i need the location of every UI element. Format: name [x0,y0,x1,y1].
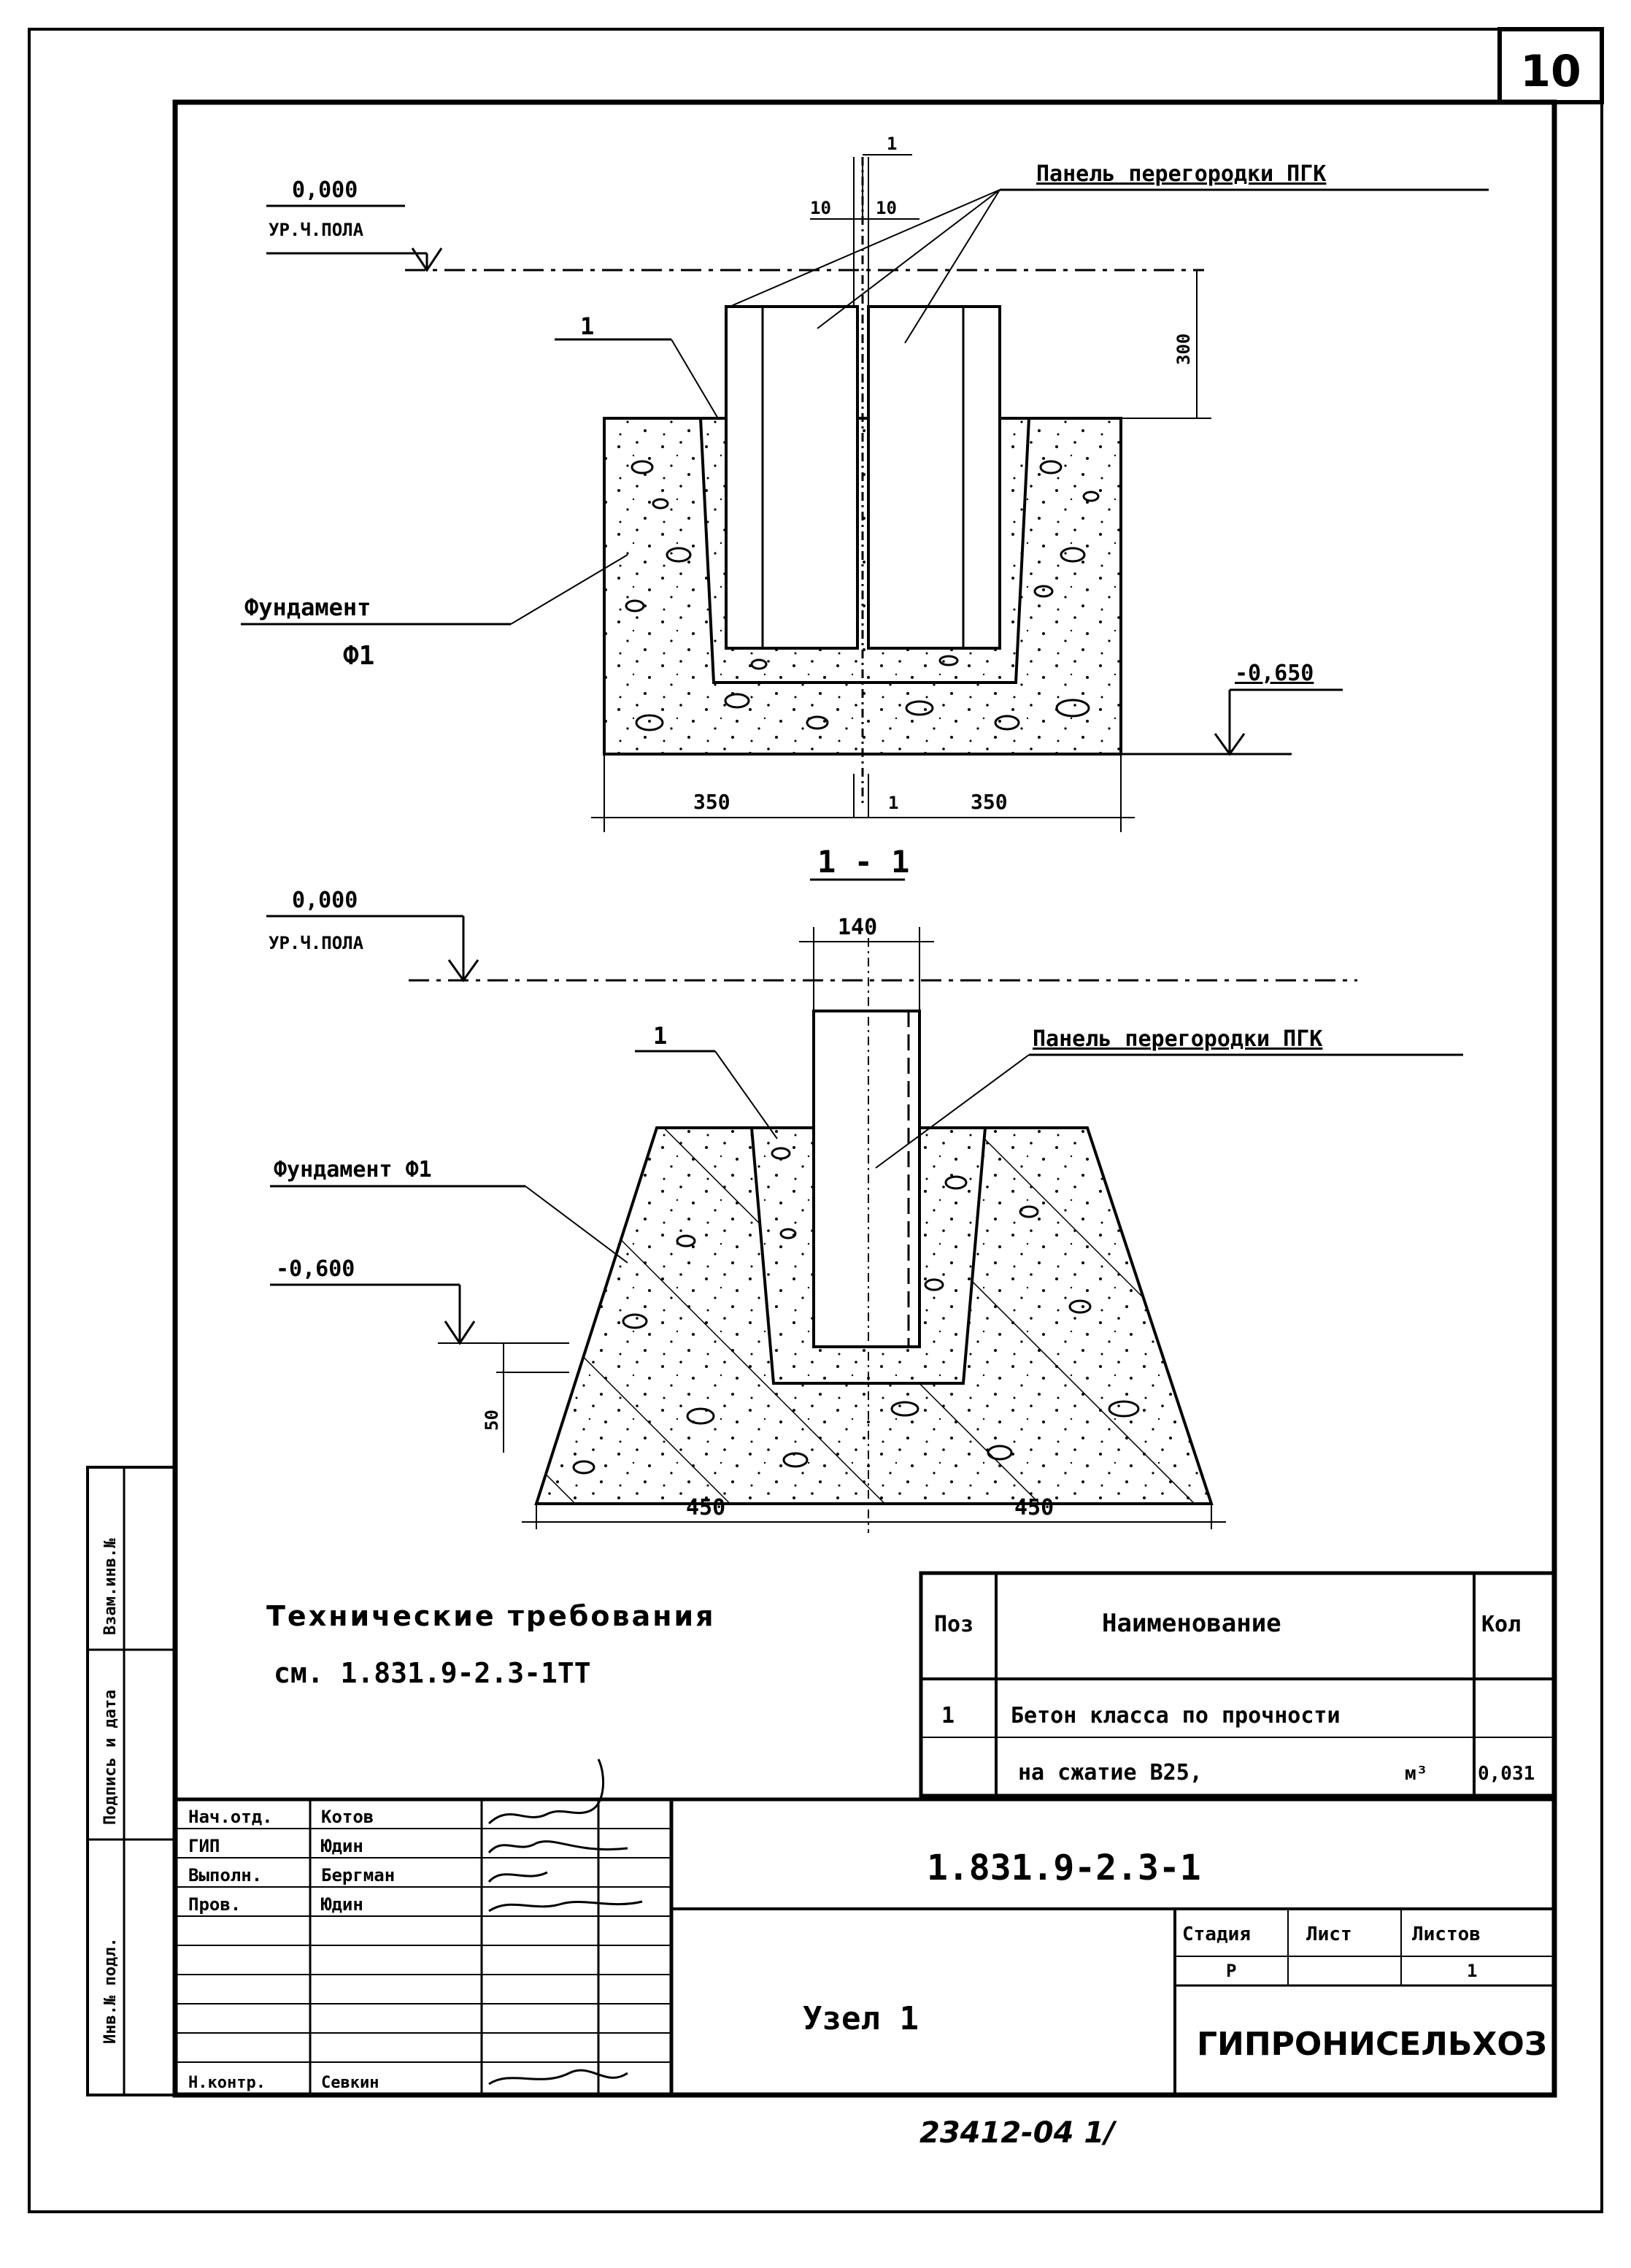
top-level-note: УР.Ч.ПОЛА [269,220,364,240]
sheet-number: 10 [1520,46,1581,97]
top-foundation-label-1: Фундамент [244,593,371,621]
spec-row-qty: 0,031 [1478,1763,1535,1785]
spec-header-name: Наименование [1102,1609,1281,1638]
sig-role-3: Выполн. [188,1865,262,1885]
stamp-inv-sub: Взам.инв.№ [101,1538,120,1635]
section-level-value: 0,000 [292,888,358,913]
section-callout-pos: 1 [653,1022,667,1050]
spec-header-qty: Кол [1481,1612,1521,1637]
section-dim-140: 140 [838,915,877,940]
top-level-value: 0,000 [292,177,358,203]
sig-name-4: Юдин [321,1894,363,1915]
section-title: 1 - 1 [817,844,909,880]
top-foundation-label-2: Ф1 [343,641,374,671]
sheets-value: 1 [1467,1961,1477,1981]
top-dim-left-10: 10 [810,198,831,218]
sig-role-2: ГИП [188,1836,220,1856]
section-panel-label: Панель перегородки ПГК [1033,1026,1322,1052]
stamp-inv-orig: Инв.№ подл. [101,1937,120,2044]
spec-row-pos: 1 [941,1703,955,1729]
section-dim-right-450: 450 [1014,1495,1054,1521]
sheet-number-box [1497,27,1604,104]
stamp-sign-date: Подпись и дата [101,1690,120,1825]
sheet-label: Лист [1306,1923,1352,1945]
title-block: Нач.отд. Котов ГИП Юдин Выполн. Бергман … [173,1758,1557,2097]
section-view: 1 - 1 0,000 УР.Ч.ПОЛА 140 [266,844,1463,1533]
section-level-minus: -0,600 [276,1256,355,1282]
requirements-ref: см. 1.831.9-2.3-1ТТ [274,1657,591,1689]
side-stamp: Инв.№ подл. Подпись и дата Взам.инв.№ [86,1466,177,2096]
top-panel-label: Панель перегородки ПГК [1036,161,1326,187]
sig-name-2: Юдин [321,1836,363,1856]
top-dim-right-350: 350 [971,790,1008,814]
spec-table: Поз Наименование Кол 1 Бетон класса по п… [919,1571,1557,1798]
spec-row-name-2: на сжатие В25, [1018,1760,1203,1785]
top-dim-left-350: 350 [693,790,730,814]
top-callout-pos: 1 [580,312,594,340]
org-name: ГИПРОНИСЕЛЬХОЗ [1197,2026,1547,2063]
stage-label: Стадия [1182,1923,1251,1945]
top-panel-left [725,305,859,650]
sig-role-1: Нач.отд. [188,1807,273,1827]
sheet-name: Узел 1 [803,2000,919,2037]
top-view: 0,000 УР.Ч.ПОЛА Панель перегор [241,134,1489,832]
top-bottom-level: -0,650 [1235,661,1314,686]
section-foundation-label: Фундамент Ф1 [274,1157,432,1183]
doc-code: 1.831.9-2.3-1 [927,1848,1201,1888]
section-panel [812,1010,921,1348]
sig-role-5: Н.контр. [188,2074,266,2092]
handwritten-signatures [487,1758,643,2086]
spec-row-unit: м³ [1405,1763,1427,1785]
spec-row-name-1: Бетон класса по прочности [1011,1703,1341,1729]
stage-value: Р [1226,1961,1236,1981]
section-dim-50: 50 [482,1410,502,1431]
top-dim-right-10: 10 [876,198,897,218]
top-dim-gap: 1 [887,134,897,154]
sig-name-1: Котов [321,1807,374,1827]
section-dim-left-450: 450 [686,1495,725,1521]
footer-code: 23412-04 1/ [919,2116,1117,2150]
sig-name-5: Севкин [321,2074,379,2092]
spec-header-pos: Поз [934,1612,973,1637]
requirements-title: Технические требования [266,1600,716,1632]
sheets-label: Листов [1412,1923,1481,1945]
sig-name-3: Бергман [321,1865,395,1885]
top-dim-gap-1: 1 [888,793,898,813]
top-dim-300: 300 [1173,334,1194,365]
section-level-note: УР.Ч.ПОЛА [269,933,364,953]
sig-role-4: Пров. [188,1894,241,1915]
outer-border [28,28,1603,2213]
top-panel-right [867,305,1001,650]
